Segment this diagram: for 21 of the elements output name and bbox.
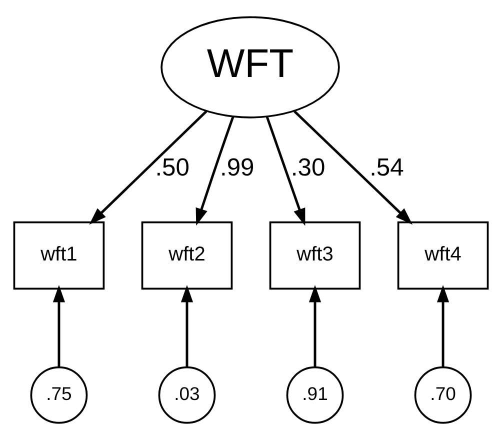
arrow [52, 284, 66, 367]
arrow [89, 110, 208, 224]
edge-label: .50 [155, 154, 190, 182]
arrow [196, 116, 234, 226]
node-circle: .70 [414, 366, 472, 424]
arrow [180, 284, 194, 367]
arrow [266, 116, 306, 226]
arrow [436, 284, 450, 367]
arrow [294, 110, 413, 224]
edge-label: .54 [370, 154, 404, 182]
edge-label: .30 [290, 154, 326, 182]
node-circle: .91 [286, 366, 344, 424]
node-box: wft3 [269, 220, 361, 290]
node-box: wft4 [397, 220, 489, 290]
arrow [308, 284, 322, 367]
node-box: wft2 [141, 220, 233, 290]
node-circle: .75 [30, 366, 88, 424]
node-box: wft1 [13, 220, 105, 290]
node-circle: .03 [158, 366, 216, 424]
edge-label: .99 [220, 154, 254, 182]
node-ellipse: WFT [160, 16, 340, 118]
